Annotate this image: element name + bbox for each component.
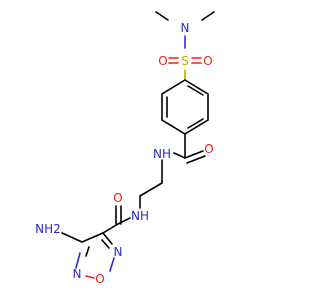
bond-nh-carbonyl xyxy=(117,217,131,225)
atom-o-ring: O xyxy=(95,272,104,286)
ring-n-o xyxy=(109,257,115,272)
atom-o-carboxamide: O xyxy=(113,191,122,205)
atom-o-benzamide: O xyxy=(204,142,213,156)
atom-n-dimethyl: N xyxy=(181,21,190,35)
bond-methyl-left xyxy=(155,11,169,21)
benzene-double-2 xyxy=(187,85,204,96)
atom-n-ring-bottom: N xyxy=(73,267,82,281)
structure-svg: N S O O O NH NH O NH2 N O N xyxy=(0,0,300,300)
ring-c4-n-double xyxy=(101,239,110,249)
ring-o-n xyxy=(85,275,95,279)
atom-nh-benzamide: NH xyxy=(153,147,171,161)
atom-o-sulfonyl-left: O xyxy=(158,54,167,68)
ring-c4-n xyxy=(102,232,113,245)
bond-carbonyl-nh xyxy=(173,152,186,159)
bond-ch2-ch2 xyxy=(139,182,163,197)
atom-nh2-amino: NH2 xyxy=(35,222,61,236)
ring-c3-c4 xyxy=(81,232,104,243)
atom-n-ring-right: N xyxy=(114,245,123,259)
atom-s-sulfonyl: S xyxy=(181,54,189,68)
ring-n-c3 xyxy=(75,252,81,269)
bond-carbonyl-o-1 xyxy=(184,150,204,159)
atom-o-sulfonyl-right: O xyxy=(203,54,212,68)
molecule-diagram: N S O O O NH NH O NH2 N O N xyxy=(0,0,300,300)
background xyxy=(0,0,300,300)
atom-nh-carboxamide: NH xyxy=(131,209,149,223)
bond-c3-nh2 xyxy=(61,232,83,243)
bond-methyl-right xyxy=(201,11,215,21)
ring-n-c3-double xyxy=(85,246,90,257)
bond-carbonyl-ring xyxy=(102,223,119,234)
bond-carbonyl-o-2 xyxy=(186,155,206,164)
benzene-double-3 xyxy=(187,118,204,129)
